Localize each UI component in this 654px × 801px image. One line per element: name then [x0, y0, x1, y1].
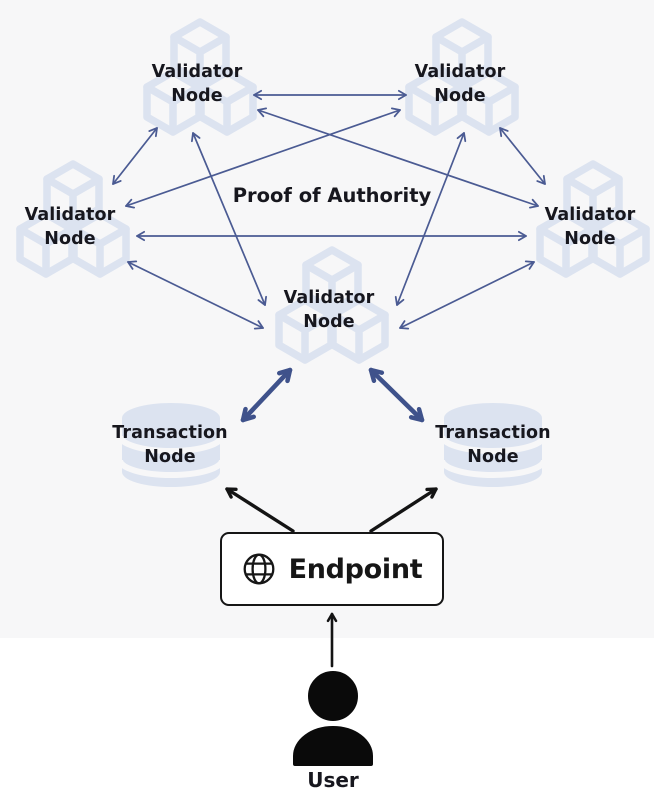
validator-node-label-top-left: Validator Node: [151, 62, 243, 106]
endpoint-node: Endpoint: [220, 532, 444, 606]
endpoint-label: Endpoint: [288, 553, 423, 585]
validator-mesh-arrow: [112, 127, 158, 185]
transaction-node-label-right: Transaction Node: [435, 423, 551, 467]
transaction-node-label-left: Transaction Node: [112, 423, 228, 467]
endpoint-transaction-arrow: [225, 487, 295, 533]
validator-node-label-right: Validator Node: [544, 205, 636, 249]
validator-transaction-arrow: [240, 367, 293, 423]
validator-mesh-arrow: [191, 132, 267, 306]
user-label: User: [307, 768, 359, 792]
globe-icon: [243, 553, 275, 585]
validator-mesh-arrow: [399, 260, 535, 330]
consensus-caption: Proof of Authority: [232, 184, 432, 207]
validator-node-label-center: Validator Node: [283, 288, 375, 332]
endpoint-transaction-arrow: [369, 487, 438, 533]
user-icon: [283, 662, 383, 772]
validator-node-label-left: Validator Node: [24, 205, 116, 249]
validator-mesh-arrow: [394, 132, 467, 306]
validator-transaction-arrow: [368, 367, 425, 423]
validator-mesh-arrow: [127, 260, 264, 330]
validator-node-label-top-right: Validator Node: [414, 62, 506, 106]
validator-mesh-arrow: [499, 127, 546, 185]
